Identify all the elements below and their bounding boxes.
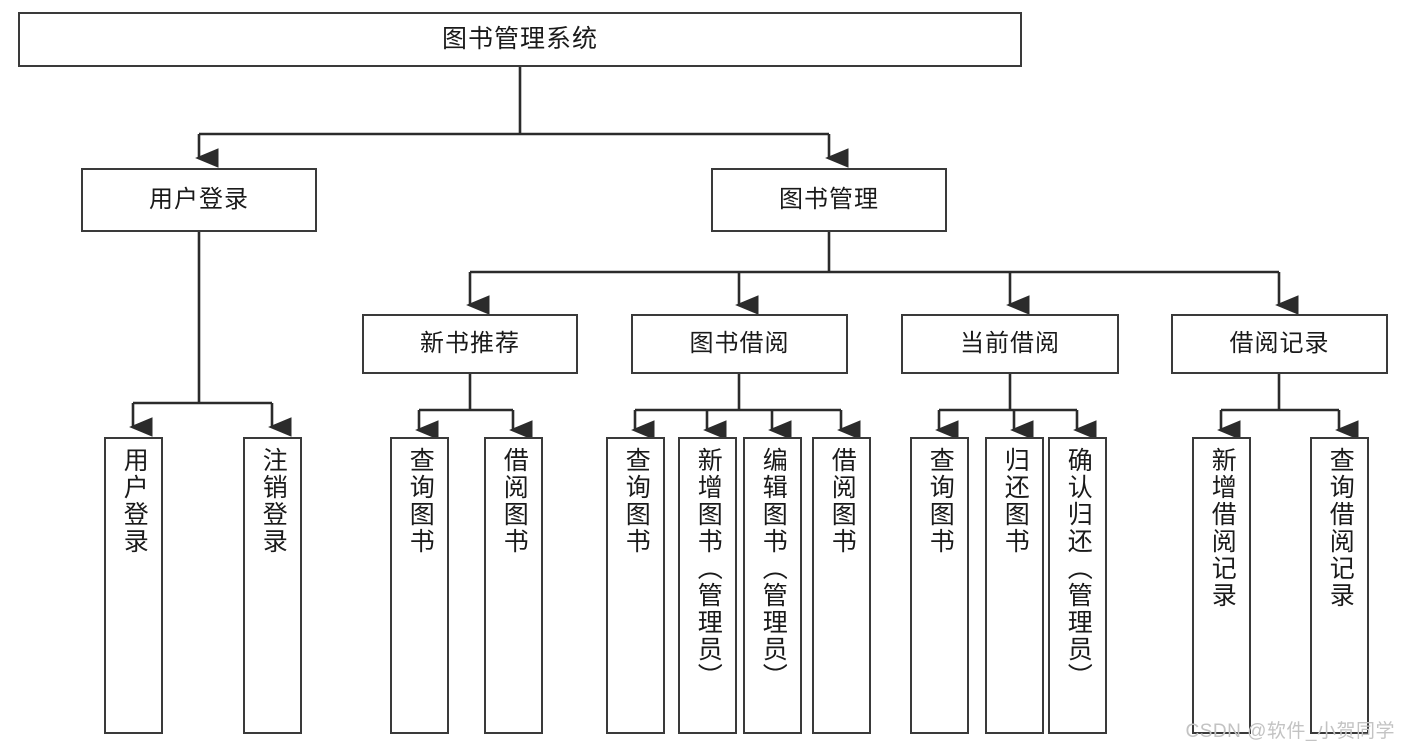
node-current-borrow[interactable]: 当前借阅 (901, 314, 1119, 374)
leaf-record-add-record[interactable]: 新增借阅记录 (1192, 437, 1251, 734)
leaf-user-login-logout[interactable]: 注销登录 (243, 437, 302, 734)
leaf-current-return-book[interactable]: 归还图书 (985, 437, 1044, 734)
node-label: 借阅记录 (1229, 329, 1330, 357)
node-label: 新增图书（管理员） (694, 447, 723, 690)
node-label: 图书管理系统 (441, 24, 598, 53)
node-label: 图书借阅 (689, 329, 790, 357)
node-label: 查询图书 (406, 447, 435, 555)
node-book-management[interactable]: 图书管理 (711, 168, 947, 232)
leaf-current-query-book[interactable]: 查询图书 (910, 437, 969, 734)
node-label: 借阅图书 (500, 447, 529, 555)
leaf-recommend-query-book[interactable]: 查询图书 (390, 437, 449, 734)
node-label: 用户登录 (149, 185, 249, 213)
node-user-login[interactable]: 用户登录 (81, 168, 317, 232)
node-label: 当前借阅 (960, 329, 1060, 357)
node-label: 新增借阅记录 (1208, 447, 1237, 609)
node-label: 查询图书 (622, 447, 651, 555)
node-label: 归还图书 (1001, 447, 1030, 555)
node-label: 注销登录 (259, 447, 288, 555)
node-label: 确认归还（管理员） (1064, 447, 1093, 690)
leaf-record-query-record[interactable]: 查询借阅记录 (1310, 437, 1369, 734)
leaf-borrow-borrow-book[interactable]: 借阅图书 (812, 437, 871, 734)
node-label: 借阅图书 (828, 447, 857, 555)
csdn-watermark: CSDN @软件_小贺同学 (1185, 721, 1395, 742)
node-label: 用户登录 (120, 447, 149, 555)
node-label: 查询借阅记录 (1326, 447, 1355, 609)
node-borrow-record[interactable]: 借阅记录 (1171, 314, 1388, 374)
node-label: 查询图书 (926, 447, 955, 555)
node-label: 编辑图书（管理员） (759, 447, 788, 690)
node-book-borrow[interactable]: 图书借阅 (631, 314, 848, 374)
leaf-current-confirm-return-admin[interactable]: 确认归还（管理员） (1048, 437, 1107, 734)
leaf-recommend-borrow-book[interactable]: 借阅图书 (484, 437, 543, 734)
node-label: 图书管理 (779, 185, 879, 213)
leaf-borrow-query-book[interactable]: 查询图书 (606, 437, 665, 734)
leaf-user-login-login[interactable]: 用户登录 (104, 437, 163, 734)
node-new-book-recommend[interactable]: 新书推荐 (362, 314, 578, 374)
leaf-borrow-edit-book-admin[interactable]: 编辑图书（管理员） (743, 437, 802, 734)
leaf-borrow-add-book-admin[interactable]: 新增图书（管理员） (678, 437, 737, 734)
node-label: 新书推荐 (420, 329, 520, 357)
node-root-system[interactable]: 图书管理系统 (18, 12, 1022, 67)
